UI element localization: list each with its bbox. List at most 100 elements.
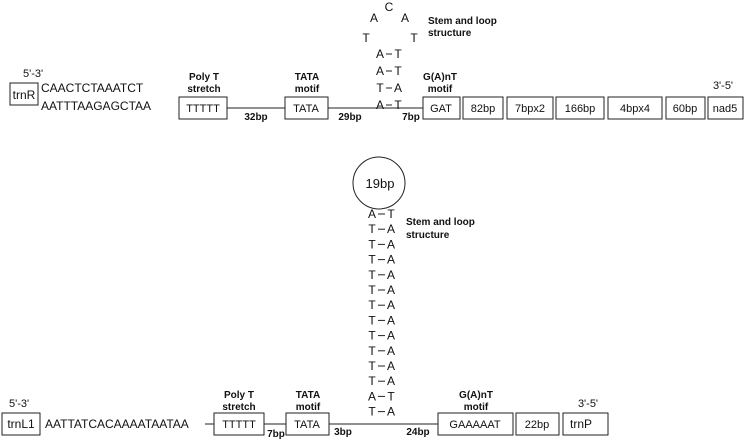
trnR-label: trnR xyxy=(13,88,36,102)
top-ganT-label-2: motif xyxy=(428,84,453,95)
top-box-166bp-label: 166bp xyxy=(565,103,596,115)
top-box-82bp-label: 82bp xyxy=(471,103,495,115)
bottom-base-right: A xyxy=(387,329,395,343)
bottom-base-left: T xyxy=(368,329,376,343)
nad5-label: nad5 xyxy=(713,103,737,115)
bottom-polyT-label-1: Poly T xyxy=(224,390,254,401)
bottom-tata-label-2: motif xyxy=(296,402,321,413)
top-loop-2: C xyxy=(385,0,394,14)
top-box-7bpx2 xyxy=(506,96,554,120)
top-stem-loop-label-2: structure xyxy=(428,28,472,39)
bottom-base-left: T xyxy=(368,405,376,419)
bottom-loop-circle xyxy=(352,156,406,210)
top-base-right: T xyxy=(394,98,402,112)
top-stem-loop-label-1: Stem and loop xyxy=(428,16,497,27)
bottom-box-22bp-label: 22bp xyxy=(525,419,549,431)
bottom-base-right: A xyxy=(387,237,395,251)
bottom-base-left: T xyxy=(368,359,376,373)
bottom-base-left: T xyxy=(368,283,376,297)
trnR-box xyxy=(9,82,39,106)
bottom-base-left: T xyxy=(368,268,376,282)
top-tata-label-1: TATA xyxy=(295,72,319,83)
bottom-base-left: A xyxy=(368,207,376,221)
bottom-end-left-label: 5'-3' xyxy=(9,398,29,410)
top-loop-3: A xyxy=(401,11,409,25)
top-tata-label-2: motif xyxy=(295,84,320,95)
top-seq-line1: CAACTCTAAATCT xyxy=(41,81,144,95)
gaaaaat-box-label: GAAAAAT xyxy=(449,419,500,431)
top-base-left: A xyxy=(376,47,384,61)
top-box-60bp-label: 60bp xyxy=(673,103,697,115)
top-gap-32: 32bp xyxy=(244,112,267,123)
trnP-label: trnP xyxy=(570,417,592,431)
bottom-base-left: T xyxy=(368,237,376,251)
bottom-base-right: A xyxy=(387,405,395,419)
trnL1-box xyxy=(1,412,41,436)
top-loop-1: A xyxy=(370,11,378,25)
bottom-base-left: T xyxy=(368,222,376,236)
bottom-base-right: T xyxy=(387,207,395,221)
bottom-tata-box-label: TATA xyxy=(294,419,320,431)
bottom-ganT-label-1: G(A)nT xyxy=(459,390,493,401)
top-gap-7: 7bp xyxy=(402,112,420,123)
bottom-base-left: T xyxy=(368,313,376,327)
bottom-stem-loop-label-1: Stem and loop xyxy=(406,217,475,228)
top-diagram: 5'-3' trnR CAACTCTAAATCT AATTTAAGAGCTAA … xyxy=(9,0,744,123)
top-polyT-label-2: stretch xyxy=(187,84,220,95)
bottom-base-right: A xyxy=(387,344,395,358)
bottom-base-left: T xyxy=(368,344,376,358)
top-base-right: T xyxy=(394,64,402,78)
top-polyT-box-label: TTTTT xyxy=(186,103,220,115)
top-box-7bpx2-label: 7bpx2 xyxy=(515,103,545,115)
bottom-base-right: A xyxy=(387,359,395,373)
top-box-4bpx4 xyxy=(607,96,663,120)
top-gat-box-label: GAT xyxy=(430,103,452,115)
bottom-base-right: A xyxy=(387,222,395,236)
top-polyT-label-1: Poly T xyxy=(189,72,219,83)
bottom-polyT-label-2: stretch xyxy=(222,402,255,413)
bottom-polyT-box-label: TTTTT xyxy=(222,419,256,431)
top-base-left: A xyxy=(376,64,384,78)
top-ganT-label-1: G(A)nT xyxy=(423,72,457,83)
top-end-left-label: 5'-3' xyxy=(23,68,43,80)
bottom-base-right: A xyxy=(387,268,395,282)
bottom-seq: AATTATCACAAAATAATAA xyxy=(45,417,189,431)
top-seq-line2: AATTTAAGAGCTAA xyxy=(41,99,151,113)
bottom-gap-24: 24bp xyxy=(406,427,429,438)
bottom-gap-7: 7bp xyxy=(267,429,285,440)
top-box-4bpx4-label: 4bpx4 xyxy=(620,103,650,115)
top-gap-29: 29bp xyxy=(338,112,361,123)
top-base-left: A xyxy=(376,98,384,112)
bottom-base-right: A xyxy=(387,253,395,267)
bottom-base-right: A xyxy=(387,374,395,388)
nad5-box xyxy=(707,96,744,120)
top-gat-box xyxy=(422,96,461,120)
top-loop-5: T xyxy=(410,31,418,45)
gaaaaat-box xyxy=(437,412,514,436)
bottom-tata-label-1: TATA xyxy=(296,390,320,401)
bottom-base-left: T xyxy=(368,298,376,312)
bottom-base-right: A xyxy=(387,313,395,327)
top-base-right: T xyxy=(394,47,402,61)
top-base-right: A xyxy=(394,81,402,95)
trnL1-label: trnL1 xyxy=(7,417,35,431)
bottom-base-left: T xyxy=(368,374,376,388)
bottom-end-right-label: 3'-5' xyxy=(578,398,598,410)
bottom-box-22bp xyxy=(515,412,560,436)
bottom-base-right: T xyxy=(387,389,395,403)
bottom-loop-label: 19bp xyxy=(366,176,395,191)
top-box-82bp xyxy=(462,96,504,120)
top-end-right-label: 3'-5' xyxy=(713,80,733,92)
bottom-ganT-label-2: motif xyxy=(464,402,489,413)
top-tata-box-label: TATA xyxy=(293,103,319,115)
bottom-base-right: A xyxy=(387,298,395,312)
top-box-166bp xyxy=(555,96,605,120)
bottom-stem-loop-label-2: structure xyxy=(406,230,450,241)
bottom-gap-3: 3bp xyxy=(334,427,352,438)
top-box-60bp xyxy=(665,96,706,120)
